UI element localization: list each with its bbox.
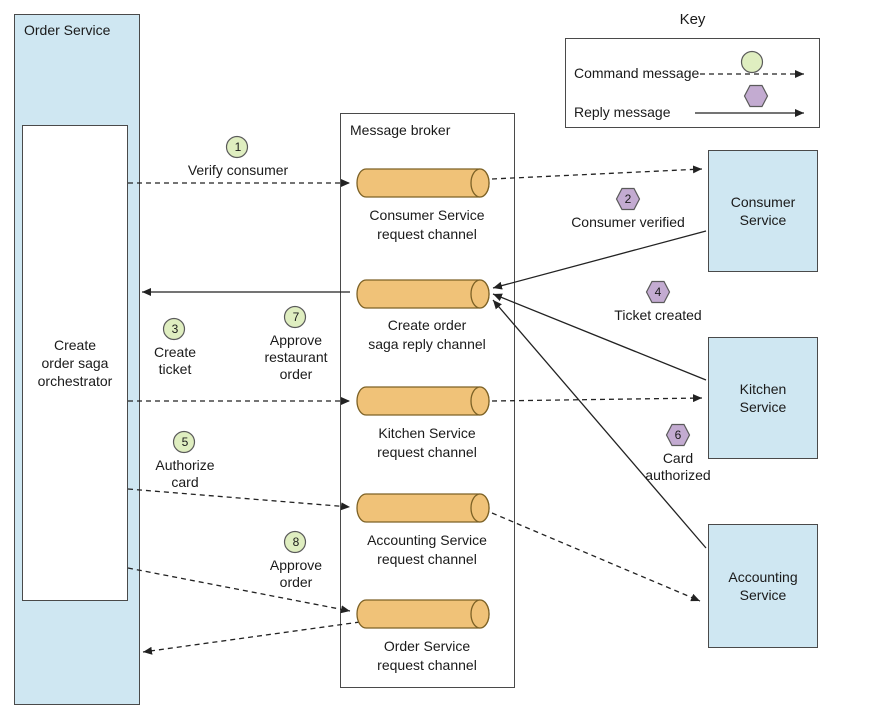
step-8-label: Approve order — [269, 557, 323, 590]
command-message-icon — [740, 50, 766, 74]
reply-message-icon — [743, 84, 769, 108]
step-1-label: Verify consumer — [187, 162, 289, 178]
reply-badge-2: 2 — [615, 187, 641, 211]
key-reply-message-label: Reply message — [574, 104, 671, 120]
message-broker-box — [340, 113, 515, 688]
step-5-authorize-card: 5 Authorize card — [145, 430, 225, 491]
message-broker-label: Message broker — [350, 122, 451, 138]
accounting-channel-to-service-arrow — [491, 512, 701, 602]
kitchen-service-label: Kitchen Service — [739, 380, 787, 415]
step-3-create-ticket: 3 Create ticket — [140, 317, 210, 378]
key-command-message-label: Command message — [574, 65, 700, 81]
consumer-service-box: Consumer Service — [708, 150, 818, 272]
orchestrator-label: Create order saga orchestrator — [37, 336, 113, 390]
channel-label-order-request: Order Service request channel — [377, 638, 477, 673]
step-7-approve-restaurant-order: 7 Approve restaurant order — [251, 305, 341, 383]
step-3-number: 3 — [171, 322, 179, 336]
order-service-label: Order Service — [24, 22, 111, 38]
step-7-label: Approve restaurant order — [264, 332, 328, 382]
consumer-service-label: Consumer Service — [730, 193, 796, 228]
step-6-label: Card authorized — [645, 450, 711, 483]
step-7-number: 7 — [292, 310, 300, 324]
kitchen-service-box: Kitchen Service — [708, 337, 818, 459]
channel-label-accounting-request: Accounting Service request channel — [367, 532, 487, 567]
channel-label-kitchen-request: Kitchen Service request channel — [377, 425, 477, 460]
authorize-card-arrow — [127, 488, 351, 511]
step-6-card-authorized: 6 Card authorized — [636, 423, 720, 484]
accounting-service-label: Accounting Service — [728, 568, 798, 603]
step-1-verify-consumer: 1 Verify consumer — [178, 135, 298, 179]
consumer-channel-to-service-arrow — [491, 165, 703, 180]
step-1-number: 1 — [234, 140, 242, 154]
accounting-service-box: Accounting Service — [708, 524, 818, 648]
step-2-label: Consumer verified — [571, 214, 685, 230]
step-6-number: 6 — [674, 428, 682, 442]
step-8-number: 8 — [292, 535, 300, 549]
command-badge-3: 3 — [162, 317, 188, 341]
step-5-label: Authorize card — [155, 457, 215, 490]
step-4-label: Ticket created — [614, 307, 702, 323]
command-badge-5: 5 — [172, 430, 198, 454]
order-channel-to-order-service-arrow — [142, 621, 361, 655]
step-8-approve-order: 8 Approve order — [256, 530, 336, 591]
channel-label-consumer-request: Consumer Service request channel — [369, 207, 485, 242]
step-4-ticket-created: 4 Ticket created — [603, 280, 713, 324]
kitchen-channel-to-service-arrow — [491, 394, 703, 403]
step-5-number: 5 — [181, 435, 189, 449]
command-badge-1: 1 — [225, 135, 251, 159]
command-badge-8: 8 — [283, 530, 309, 554]
step-4-number: 4 — [654, 285, 662, 299]
reply-badge-4: 4 — [645, 280, 671, 304]
step-3-label: Create ticket — [153, 344, 197, 377]
step-2-number: 2 — [624, 192, 632, 206]
command-badge-7: 7 — [283, 305, 309, 329]
create-order-saga-orchestrator-box: Create order saga orchestrator — [22, 125, 128, 601]
reply-badge-6: 6 — [665, 423, 691, 447]
step-2-consumer-verified: 2 Consumer verified — [563, 187, 693, 231]
key-title: Key — [679, 11, 706, 28]
channel-label-saga-reply: Create order saga reply channel — [368, 317, 486, 352]
